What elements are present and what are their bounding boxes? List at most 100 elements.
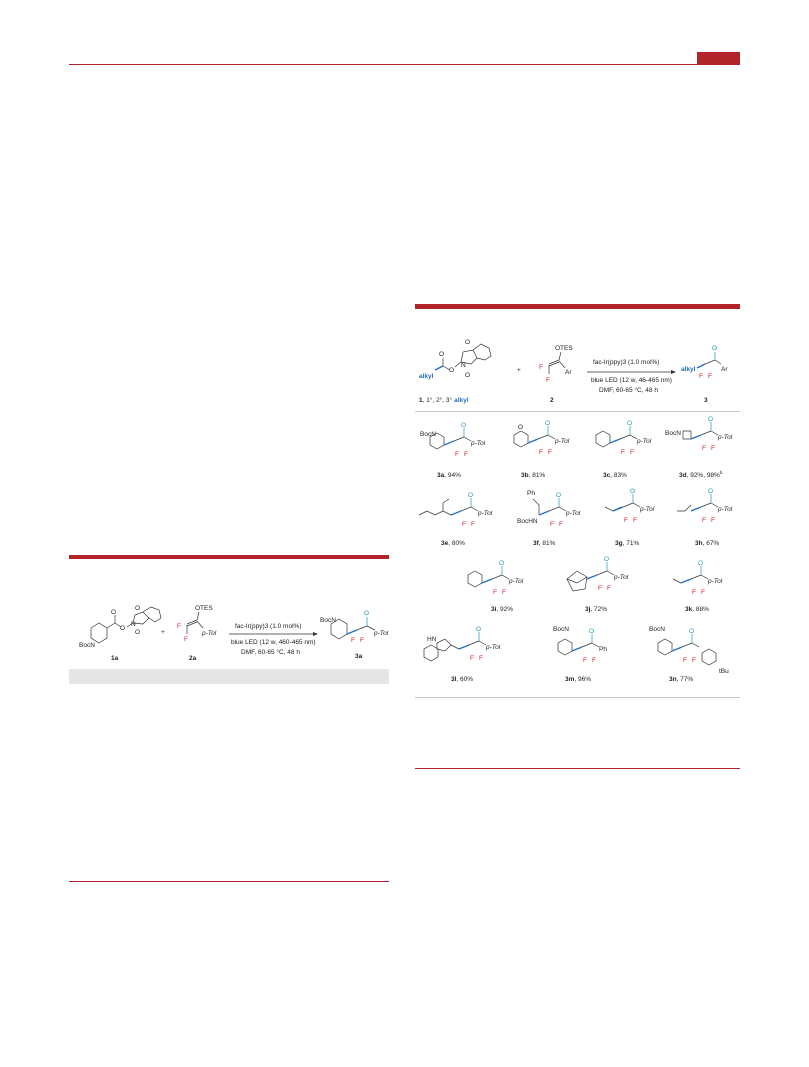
3k-struct-ptol: p-Tol — [707, 578, 723, 585]
3i-struct-ptol: p-Tol — [508, 578, 524, 585]
product-3k-id: 3k — [685, 606, 693, 613]
product-3b-id: 3b — [521, 472, 529, 479]
right-scheme-bottom-hairline — [415, 697, 740, 698]
product-3f-label: 3f, 81% — [533, 540, 556, 547]
3n-struct-bocn: BocN — [649, 626, 665, 633]
p3-f2-label: F — [708, 373, 712, 380]
3i-struct-o: O — [499, 560, 504, 567]
3n-struct-o: O — [689, 628, 694, 635]
3f-struct-f2: F — [559, 521, 563, 528]
product-3h-id: 3h — [695, 540, 703, 547]
product-3g-yield: , 71% — [623, 540, 640, 547]
2a-otes-label: OTES — [195, 605, 213, 612]
right-condition-catalyst: fac-Ir(ppy)3 (1.0 mol%) — [593, 359, 659, 366]
3m-struct-f2: F — [592, 657, 596, 664]
left-scheme-bottom-rule — [69, 881, 389, 882]
3g-struct-o: O — [630, 488, 635, 495]
3a-struct-f2: F — [464, 451, 468, 458]
left-plus: + — [161, 629, 165, 636]
product-3c-yield: , 83% — [610, 472, 627, 479]
3j-struct-ptol: p-Tol — [613, 574, 629, 581]
3m-struct-ph: Ph — [599, 646, 607, 653]
3d-struct-f1: F — [702, 445, 706, 452]
product-3d-yield: , 92%, 98% — [687, 472, 720, 479]
sm2-ar-label: Ar — [565, 369, 572, 376]
product-3h-yield: , 67% — [703, 540, 720, 547]
3c-struct-ptol: p-Tol — [636, 438, 652, 445]
3m-struct-f1: F — [583, 657, 587, 664]
3f-struct-f1: F — [550, 521, 554, 528]
product-3g-label: 3g, 71% — [615, 540, 639, 547]
3a-f1-label: F — [351, 637, 355, 644]
p3-id: 3 — [704, 397, 708, 404]
1a-bocn-label: BocN — [79, 642, 95, 649]
product-3l-yield: , 60% — [456, 676, 473, 683]
3l-struct-f2: F — [479, 655, 483, 662]
3c-struct-o: O — [627, 420, 632, 427]
right-scheme-divider — [415, 411, 740, 412]
3h-struct-o: O — [708, 488, 713, 495]
sm1-id-line: 1, 1°, 2°, 3°alkyl — [419, 396, 469, 404]
sm1-o4-label: O — [465, 372, 470, 379]
left-scheme-top-rule — [69, 555, 389, 559]
3g-struct-ptol: p-Tol — [639, 506, 655, 513]
3k-struct-f2: F — [701, 589, 705, 596]
3j-struct-f1: F — [598, 585, 602, 592]
product-3f-yield: , 81% — [539, 540, 556, 547]
3h-struct-ptol: p-Tol — [717, 506, 733, 513]
product-scope-grid: BocN O F F p-Tol 3a, 94% O O F F p-Tol 3… — [418, 416, 733, 683]
sm1-id: 1 — [419, 397, 423, 404]
3f-struct-bochn: BocHN — [517, 518, 538, 525]
product-3j-label: 3j, 72% — [585, 606, 607, 613]
sm1-o-label: O — [439, 351, 444, 358]
product-3i-yield: , 92% — [496, 606, 513, 613]
1a-o-label: O — [111, 609, 116, 616]
3b-struct-f1: F — [539, 449, 543, 456]
p3-ar-label: Ar — [721, 366, 728, 373]
3b-struct-o-ring: O — [518, 424, 523, 431]
3g-struct-f2: F — [633, 517, 637, 524]
3a-ptol-label: p-Tol — [373, 630, 389, 637]
3d-struct-o: O — [708, 416, 713, 423]
product-3a-id: 3a — [437, 472, 445, 479]
3f-struct-o: O — [556, 492, 561, 499]
product-3e-label: 3e, 80% — [441, 540, 465, 547]
product-3d-note: b — [720, 470, 723, 475]
product-3c-id: 3c — [603, 472, 611, 479]
3c-struct-f2: F — [630, 449, 634, 456]
product-3n-yield: , 77% — [677, 676, 694, 683]
product-3n-id: 3n — [669, 676, 677, 683]
sm1-alkyl: alkyl — [454, 397, 469, 404]
product-3m-id: 3m — [565, 676, 575, 683]
right-condition-solvent: DMF, 60-65 °C, 48 h — [599, 386, 658, 394]
left-condition-catalyst: fac-Ir(ppy)3 (1.0 mol%) — [235, 623, 301, 630]
2a-f2-label: F — [184, 636, 188, 643]
3n-struct-f1: F — [683, 657, 687, 664]
3n-struct-f2: F — [692, 657, 696, 664]
3f-struct-ph: Ph — [527, 490, 535, 497]
3j-struct-f2: F — [607, 585, 611, 592]
product-3e-yield: , 80% — [448, 540, 465, 547]
1a-o2-label: O — [120, 625, 125, 632]
product-3l-label: 3l, 60% — [451, 676, 473, 683]
3h-struct-f1: F — [702, 517, 706, 524]
1a-o4-label: O — [135, 629, 140, 636]
sm2-f1-label: F — [539, 364, 543, 371]
right-plus: + — [517, 367, 521, 374]
left-condition-solvent: DMF, 60-65 °C, 48 h — [241, 648, 300, 656]
3l-struct-ptol: p-Tol — [485, 644, 501, 651]
product-3d-id: 3d — [679, 472, 687, 479]
sm2-f2-label: F — [546, 377, 550, 384]
sm1-n-label: N — [461, 362, 466, 369]
right-reaction-scheme: alkyl O O N O O 1, 1°, 2°, 3°alkyl + OTE… — [419, 339, 728, 404]
product-3n-label: 3n, 77% — [669, 676, 693, 683]
left-reaction-scheme: O O N O O BocN 1a + OTES F F p-Tol 2a fa… — [79, 605, 389, 662]
product-3k-label: 3k, 88% — [685, 606, 709, 613]
p3-o-label: O — [712, 345, 717, 352]
3a-struct-f1: F — [455, 451, 459, 458]
product-3d-label: 3d, 92%, 98%b — [679, 470, 723, 479]
product-3c-label: 3c, 83% — [603, 472, 627, 479]
p3-f1-label: F — [699, 373, 703, 380]
3e-struct-f1: F — [462, 521, 466, 528]
3d-struct-f2: F — [711, 445, 715, 452]
